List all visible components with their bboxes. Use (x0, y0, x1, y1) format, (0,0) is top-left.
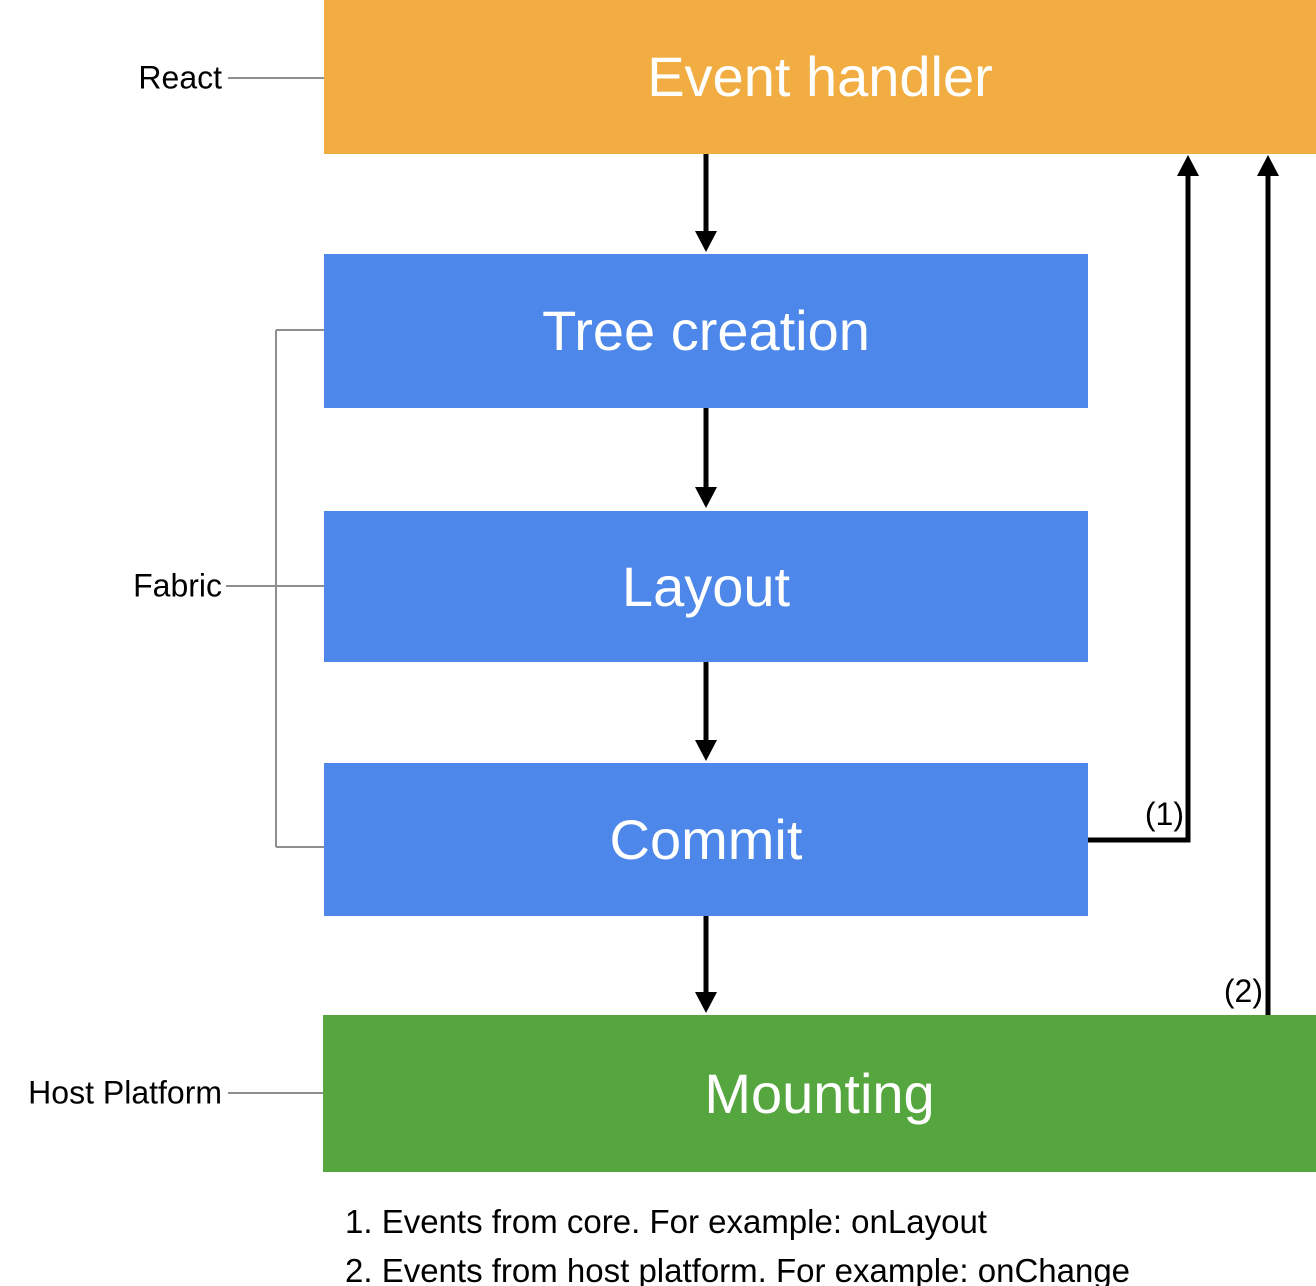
box-event-handler: Event handler (324, 0, 1316, 154)
arrow-label-2: (2) (1223, 973, 1263, 1009)
arrow-tree-to-layout-head (695, 487, 717, 508)
footnote-2: 2. Events from host platform. For exampl… (345, 1252, 1131, 1286)
arrow-commit-to-event-head (1177, 155, 1199, 176)
side-label-host-platform: Host Platform (28, 1074, 222, 1111)
footnotes: 1. Events from core. For example: onLayo… (345, 1197, 1130, 1286)
side-label-fabric: Fabric (133, 567, 222, 604)
box-mounting-label: Mounting (704, 1061, 935, 1125)
arrow-mounting-to-event-head (1257, 155, 1279, 176)
arrow-commit-to-mounting-head (695, 992, 717, 1013)
arrow-commit-to-event-shaft (1088, 175, 1191, 843)
arrow-label-1: (1) (1144, 796, 1184, 832)
box-event-handler-label: Event handler (647, 45, 993, 108)
box-tree-creation-label: Tree creation (542, 299, 870, 362)
box-tree-creation: Tree creation (324, 254, 1088, 408)
box-layout: Layout (324, 511, 1088, 662)
footnote-1: 1. Events from core. For example: onLayo… (345, 1203, 987, 1240)
box-commit-label: Commit (609, 807, 803, 871)
box-layout-label: Layout (621, 554, 791, 618)
box-mounting: Mounting (323, 1015, 1316, 1172)
arrow-layout-to-commit-head (695, 740, 717, 761)
side-label-react: React (138, 59, 222, 96)
arrow-event-to-tree-head (695, 231, 717, 252)
box-commit: Commit (324, 763, 1088, 916)
